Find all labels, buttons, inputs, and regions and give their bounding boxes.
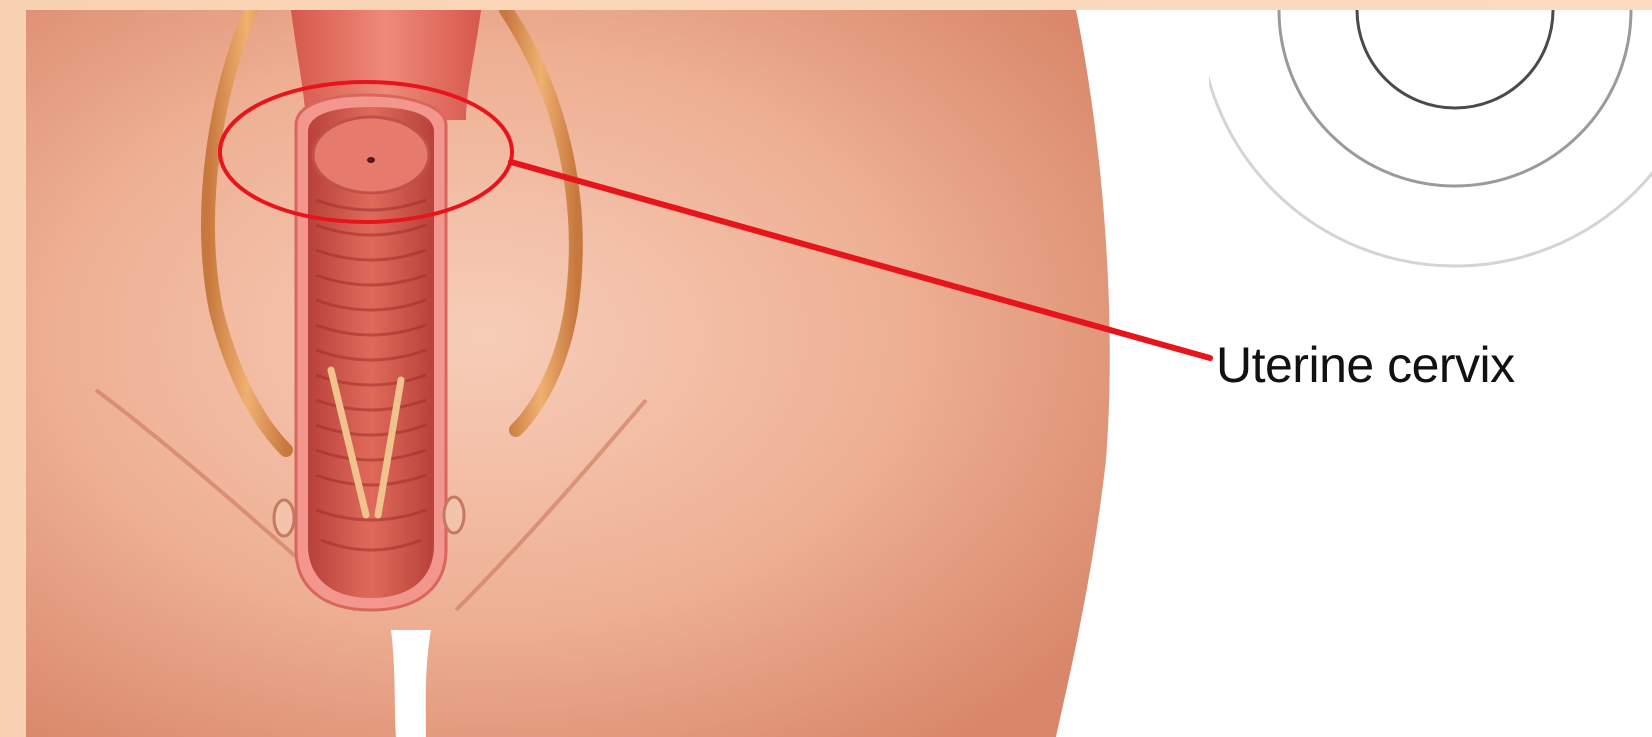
thigh-gap (391, 630, 431, 737)
ring-inner (1357, 10, 1553, 108)
ovary-right (444, 497, 464, 533)
ring-outer (1209, 10, 1652, 266)
cervix-label: Uterine cervix (1216, 336, 1515, 394)
ring-middle (1279, 10, 1631, 186)
cervix-dome (313, 117, 429, 193)
cervical-os (367, 157, 375, 163)
illustration-panel: Uterine cervix (26, 10, 1652, 737)
ovary-left (274, 500, 294, 536)
decorative-rings (1209, 10, 1652, 310)
pelvis-body (26, 10, 1110, 737)
